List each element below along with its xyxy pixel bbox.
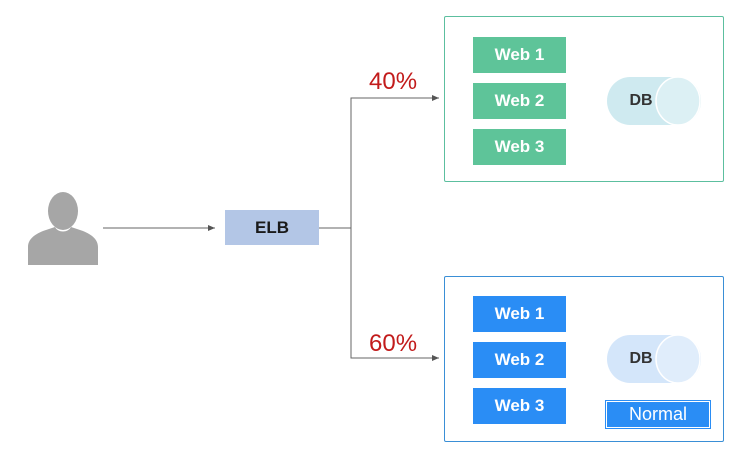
database-icon [607,76,701,126]
web-server-2: Web 2 [473,83,566,119]
status-badge: Normal [605,400,711,429]
route-percent-40: 40% [369,68,418,95]
database-cylinder: DB [606,76,702,126]
database-label: DB [629,350,653,367]
server-group-1: Web 1 Web 2 Web 3 DB [444,16,724,182]
web-server-1: Web 1 [473,296,566,332]
route-to-group-2-arrow [350,228,439,361]
web-server-3: Web 3 [473,388,566,424]
route-percent-60: 60% [369,330,418,357]
server-group-2: Web 1 Web 2 Web 3 DB Normal [444,276,724,442]
database-label: DB [629,92,653,109]
database-cylinder: DB [606,334,702,384]
web-server-1: Web 1 [473,37,566,73]
user-icon [25,191,101,265]
web-server-2: Web 2 [473,342,566,378]
database-icon [607,334,701,384]
web-server-3: Web 3 [473,129,566,165]
route-to-group-1-arrow [350,95,439,228]
elb-node: ELB [225,210,319,245]
